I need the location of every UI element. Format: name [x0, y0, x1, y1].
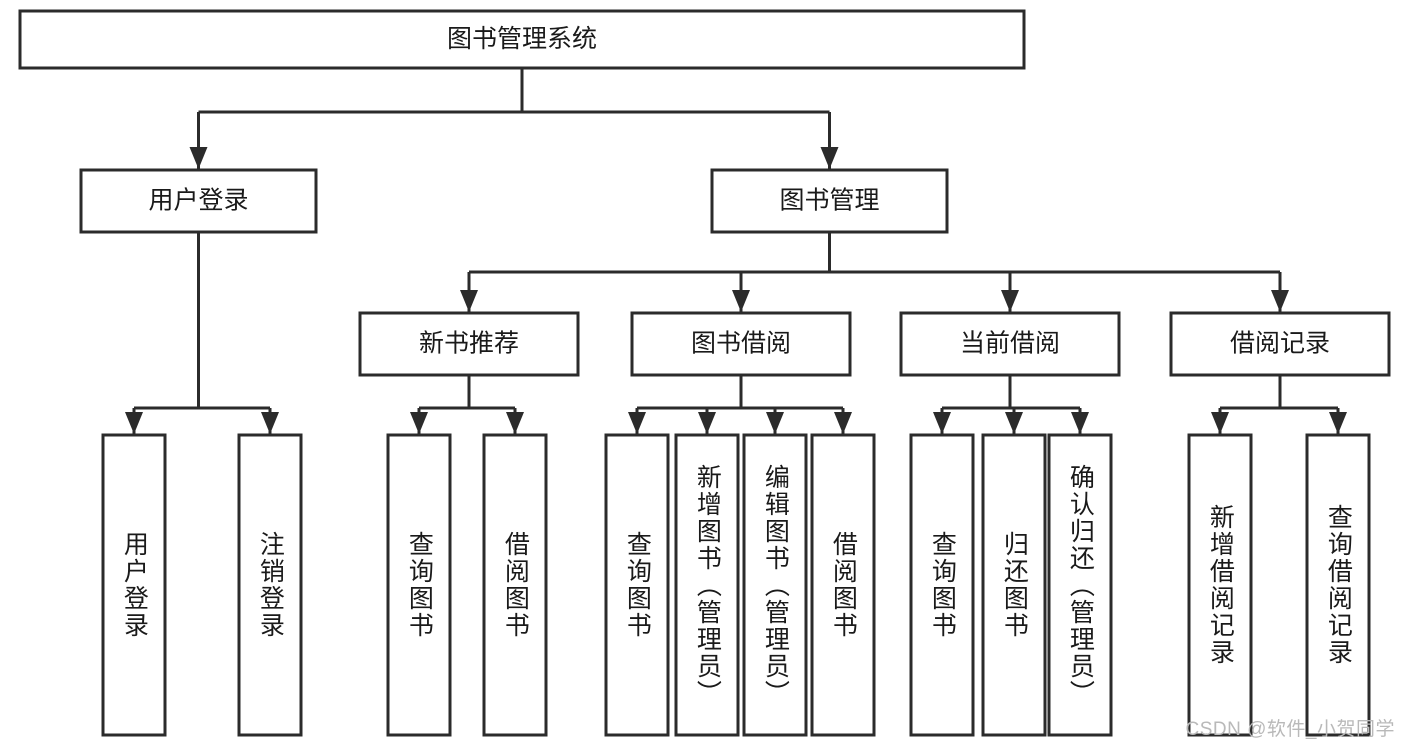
leaf-box-leaf-return-book[interactable] [981, 433, 1047, 737]
node-box-book-management[interactable] [710, 168, 949, 234]
leaf-box-leaf-query-book-recommend[interactable] [386, 433, 452, 737]
leaf-box-leaf-user-login[interactable] [101, 433, 167, 737]
arrowhead-icon [628, 412, 646, 434]
node-box-root[interactable] [18, 9, 1026, 70]
leaf-box-leaf-query-book-current[interactable] [909, 433, 975, 737]
node-label-borrow-record: 借阅记录 [1230, 330, 1330, 358]
arrowhead-icon [1271, 290, 1289, 312]
arrowhead-icon [506, 412, 524, 434]
leaf-box-leaf-add-borrow-record[interactable] [1187, 433, 1253, 737]
leaf-box-leaf-add-book-admin[interactable] [674, 433, 740, 737]
node-label-new-book-recommend: 新书推荐 [419, 330, 519, 358]
arrowhead-icon [820, 147, 839, 169]
arrowhead-icon [1001, 290, 1019, 312]
leaf-box-leaf-edit-book-admin[interactable] [742, 433, 808, 737]
arrowhead-icon [766, 412, 784, 434]
arrowhead-icon [189, 147, 208, 169]
arrowhead-icon [410, 412, 428, 434]
arrowhead-icon [1211, 412, 1229, 434]
leaf-box-leaf-confirm-return-admin[interactable] [1047, 433, 1113, 737]
arrowhead-icon [460, 290, 478, 312]
node-label-book-borrow: 图书借阅 [691, 330, 791, 358]
arrowhead-icon [834, 412, 852, 434]
leaf-box-leaf-logout-login[interactable] [237, 433, 303, 737]
node-label-book-management: 图书管理 [779, 187, 879, 215]
arrowhead-icon [1005, 412, 1023, 434]
node-box-layer [18, 9, 1391, 737]
arrowhead-icon [261, 412, 279, 434]
arrowhead-icon [1071, 412, 1089, 434]
node-box-book-borrow[interactable] [630, 311, 852, 377]
arrowhead-icon [125, 412, 143, 434]
node-label-current-borrow: 当前借阅 [960, 330, 1060, 358]
leaf-box-leaf-borrow-book-recommend[interactable] [482, 433, 548, 737]
node-label-user-login: 用户登录 [148, 187, 248, 215]
node-box-new-book-recommend[interactable] [358, 311, 580, 377]
leaf-box-leaf-query-borrow-record[interactable] [1305, 433, 1371, 737]
arrowhead-icon [732, 290, 750, 312]
watermark: CSDN @软件_小贺同学 [1185, 719, 1395, 740]
arrowhead-icon [1329, 412, 1347, 434]
node-label-root: 图书管理系统 [447, 25, 597, 53]
arrowhead-icon [933, 412, 951, 434]
node-box-borrow-record[interactable] [1169, 311, 1391, 377]
leaf-box-leaf-borrow-book[interactable] [810, 433, 876, 737]
leaf-box-leaf-query-book-borrow[interactable] [604, 433, 670, 737]
node-box-current-borrow[interactable] [899, 311, 1121, 377]
node-box-user-login[interactable] [79, 168, 318, 234]
connector-layer [125, 68, 1347, 434]
arrowhead-icon [698, 412, 716, 434]
